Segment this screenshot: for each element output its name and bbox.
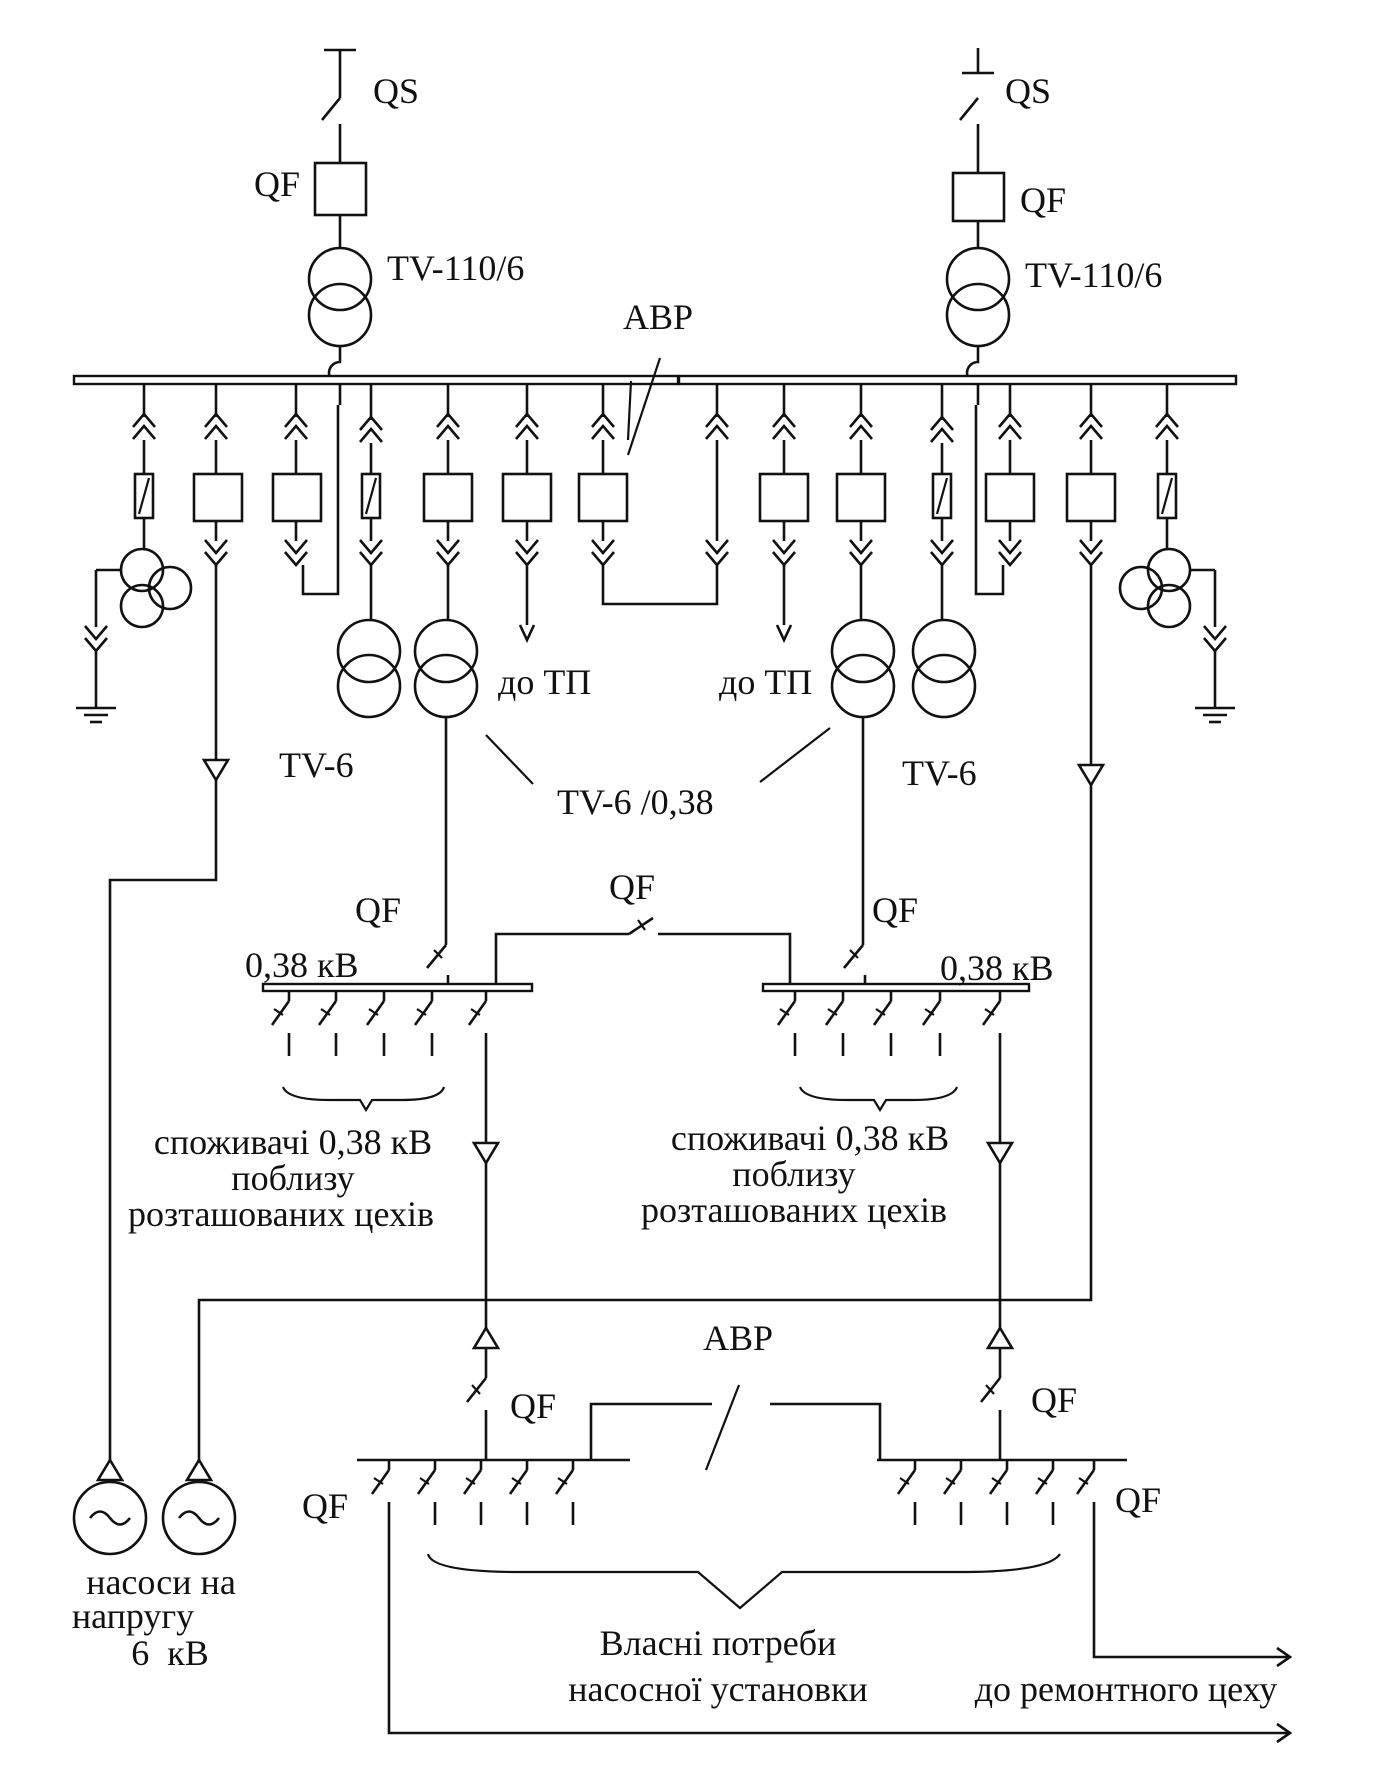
busbar-6kv-right [677, 374, 1238, 386]
labels: QS QS QF QF TV-110/6 TV-110/6 АВР до ТП … [72, 71, 1277, 1709]
label-qf-main-right: QF [1020, 180, 1066, 220]
feeders-6kv [76, 384, 1235, 925]
label-avr-bottom: АВР [703, 1318, 773, 1358]
label-qf-feed-right: QF [1115, 1480, 1161, 1520]
label-consumers-right-1: споживачі 0,38 кВ [671, 1118, 949, 1158]
label-own-needs-2: насосної установки [568, 1669, 868, 1709]
transformer-tv6-left [336, 618, 402, 684]
qf-main-right-breaker [951, 171, 1006, 223]
label-consumers-left-2: поблизу [231, 1158, 354, 1198]
label-to-tp-right: до ТП [719, 662, 812, 702]
transformer-tv6-right [911, 618, 977, 684]
label-tv110-right: TV-110/6 [1025, 255, 1162, 295]
label-038kv-right: 0,38 кВ [940, 948, 1054, 988]
switchboard-038-right [761, 925, 1031, 1350]
switchboard-038-left [261, 916, 792, 1350]
incomer-right [945, 48, 1011, 405]
label-repair-shop: до ремонтного цеху [975, 1669, 1278, 1709]
label-tv110-left: TV-110/6 [387, 248, 524, 288]
label-avr-top: АВР [623, 297, 693, 337]
label-consumers-right-3: розташованих цехів [641, 1190, 947, 1230]
label-qf-bus-left: QF [355, 890, 401, 930]
own-needs-switchboard [357, 1348, 1293, 1744]
avr-top-pointer [626, 380, 633, 441]
label-tv6-left: TV-6 [279, 745, 354, 785]
qf-main-left-breaker [313, 161, 368, 217]
label-pumps-1: насоси на [86, 1562, 236, 1602]
label-qf-low-right: QF [1031, 1380, 1077, 1420]
pump-feeds [72, 780, 1093, 1556]
label-qs-right: QS [1005, 71, 1051, 111]
label-qf-low-left: QF [510, 1386, 556, 1426]
label-tv6-038: TV-6 /0,38 [557, 782, 714, 822]
label-own-needs-1: Власні потреби [600, 1623, 837, 1663]
label-consumers-left-3: розташованих цехів [128, 1194, 434, 1234]
label-pumps-3: 6 кВ [131, 1633, 209, 1673]
label-to-tp-left: до ТП [498, 662, 591, 702]
label-qf-section: QF [609, 867, 655, 907]
label-qf-feed-left: QF [302, 1486, 348, 1526]
pump-motor-icon-1 [72, 1480, 148, 1556]
avr-section-breaker [577, 472, 629, 523]
label-038kv-left: 0,38 кВ [245, 945, 359, 985]
label-qf-bus-right: QF [872, 890, 918, 930]
arrow-icon-upper [1276, 1646, 1293, 1668]
busbar-6kv-left [72, 374, 680, 386]
label-consumers-left-1: споживачі 0,38 кВ [154, 1122, 432, 1162]
label-pumps-2: напругу [72, 1596, 194, 1636]
label-qf-main-left: QF [254, 164, 300, 204]
arrow-icon-lower [1276, 1722, 1293, 1744]
incomer-left [307, 48, 373, 405]
transformer-110-6-right [945, 246, 1011, 312]
label-tv6-right: TV-6 [902, 753, 977, 793]
transformer-6-038-left [413, 618, 479, 684]
pump-motor-icon-2 [161, 1480, 237, 1556]
transformer-6-038-right [830, 618, 896, 684]
avr-bottom-pointer [704, 1384, 741, 1471]
transformer-110-6-left [307, 246, 373, 312]
label-qs-left: QS [373, 71, 419, 111]
label-consumers-right-2: поблизу [732, 1154, 855, 1194]
